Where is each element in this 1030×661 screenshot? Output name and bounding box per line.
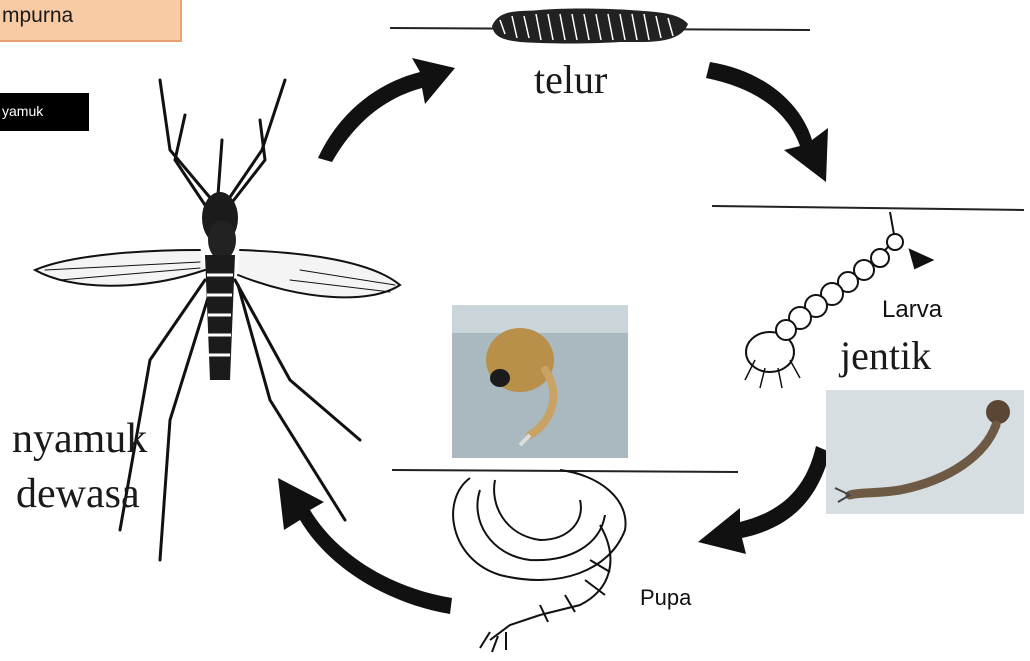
- arrow-adult-to-egg: [318, 58, 455, 162]
- pupa-label: Pupa: [640, 585, 691, 611]
- adult-mosquito-body: [202, 192, 238, 380]
- pupa-drawing: [453, 470, 625, 652]
- adult-label-line2: dewasa: [16, 470, 140, 518]
- pupa-photo: [452, 305, 628, 458]
- arrow-egg-to-larva: [706, 62, 828, 182]
- egg-label: telur: [534, 56, 607, 103]
- larva-water-line: [712, 206, 1024, 210]
- egg-raft-drawing: [492, 9, 688, 44]
- arrow-larva-to-pupa: [698, 446, 830, 554]
- adult-label-line1: nyamuk: [12, 415, 147, 463]
- arrow-pupa-to-adult: [278, 478, 452, 614]
- larva-photo: [826, 390, 1024, 514]
- larva-local-label: jentik: [840, 332, 931, 379]
- larva-label: Larva: [882, 296, 942, 324]
